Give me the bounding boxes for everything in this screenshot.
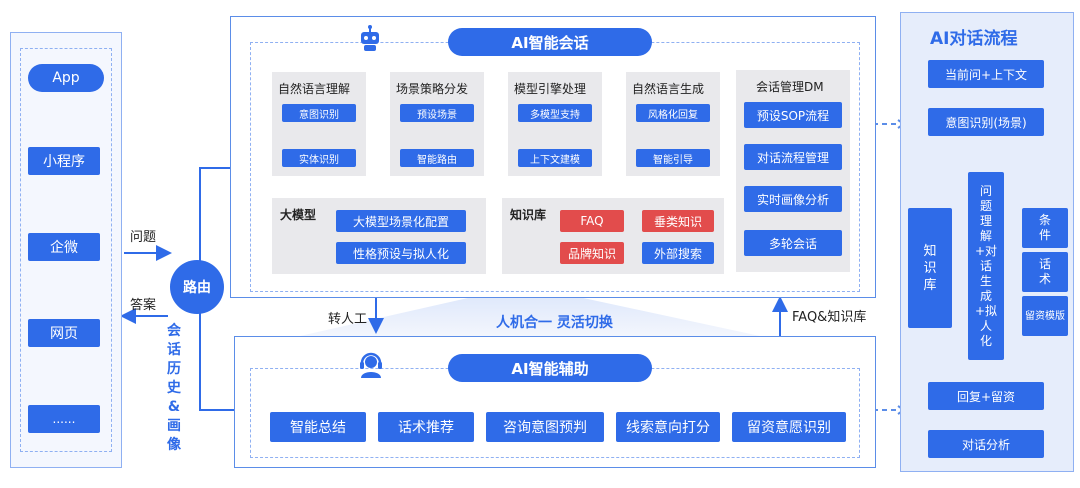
kb-item-external: 外部搜索	[642, 242, 714, 264]
flow-step-analysis: 对话分析	[928, 430, 1044, 458]
module-engine-title: 模型引擎处理	[514, 82, 587, 96]
flow-kb: 知识库	[908, 208, 952, 328]
flow-center: 问题理解+对话生成+拟人化	[968, 172, 1004, 360]
dm-item-0: 预设SOP流程	[744, 102, 842, 128]
flow-title: AI对话流程	[930, 29, 1018, 49]
dm-item-3: 多轮会话	[744, 230, 842, 256]
module-nlg-title: 自然语言生成	[632, 82, 705, 96]
flow-step-intent: 意图识别(场景)	[928, 108, 1044, 136]
kb-item-faq: FAQ	[560, 210, 624, 232]
kb-item-brand: 品牌知识	[560, 242, 624, 264]
module-nlu-title: 自然语言理解	[278, 82, 351, 96]
channel-dashed-frame	[20, 48, 112, 452]
flow-side-template-label: 留资模版	[1025, 310, 1065, 322]
channel-wecom: 企微	[28, 233, 100, 261]
flow-side-condition: 条件	[1022, 208, 1068, 248]
kb-item-vertical: 垂类知识	[642, 210, 714, 232]
history-label: 会话历史&画像	[167, 323, 181, 453]
dm-item-1: 对话流程管理	[744, 144, 842, 170]
switch-label: 人机合一 灵活切换	[496, 315, 613, 331]
module-nlu-item-0: 意图识别	[282, 104, 356, 122]
module-engine-item-0: 多模型支持	[518, 104, 592, 122]
flow-step-context: 当前问+上下文	[928, 60, 1044, 88]
module-nlg-item-0: 风格化回复	[636, 104, 710, 122]
assist-item-1: 话术推荐	[378, 412, 474, 442]
answer-label: 答案	[130, 298, 157, 313]
agent-icon	[356, 348, 386, 378]
flow-side-template: 留资模版	[1022, 296, 1068, 336]
flow-side-script: 话术	[1022, 252, 1068, 292]
transfer-label: 转人工	[328, 312, 368, 327]
assist-item-0: 智能总结	[270, 412, 366, 442]
assist-item-4: 留资意愿识别	[732, 412, 846, 442]
module-scene-item-0: 预设场景	[400, 104, 474, 122]
channel-app: App	[28, 64, 104, 92]
llm-item-0: 大模型场景化配置	[336, 210, 466, 232]
module-scene-item-1: 智能路由	[400, 149, 474, 167]
assist-item-3: 线索意向打分	[616, 412, 720, 442]
llm-item-1: 性格预设与拟人化	[336, 242, 466, 264]
channel-web: 网页	[28, 319, 100, 347]
faq-kb-label: FAQ&知识库	[792, 310, 867, 325]
dm-item-2: 实时画像分析	[744, 186, 842, 212]
module-llm-title: 大模型	[280, 208, 317, 222]
assist-item-2: 咨询意图预判	[486, 412, 604, 442]
flow-side-condition-label: 条件	[1038, 213, 1051, 242]
robot-icon	[356, 24, 384, 52]
flow-kb-label: 知识库	[923, 243, 937, 293]
module-nlg-item-1: 智能引导	[636, 149, 710, 167]
channel-more: ......	[28, 405, 100, 433]
ai-assist-title: AI智能辅助	[448, 354, 652, 382]
router-node: 路由	[170, 260, 224, 314]
ai-session-title: AI智能会话	[448, 28, 652, 56]
module-nlu-item-1: 实体识别	[282, 149, 356, 167]
router-label: 路由	[183, 280, 211, 296]
module-dm-title: 会话管理DM	[756, 80, 824, 94]
flow-center-label: 问题理解+对话生成+拟人化	[974, 183, 998, 348]
flow-side-script-label: 话术	[1038, 257, 1051, 286]
module-engine-item-1: 上下文建模	[518, 149, 592, 167]
module-scene-title: 场景策略分发	[396, 82, 469, 96]
module-kb-title: 知识库	[510, 208, 547, 222]
question-label: 问题	[130, 230, 157, 245]
flow-step-reply: 回复+留资	[928, 382, 1044, 410]
channel-miniprogram: 小程序	[28, 147, 100, 175]
